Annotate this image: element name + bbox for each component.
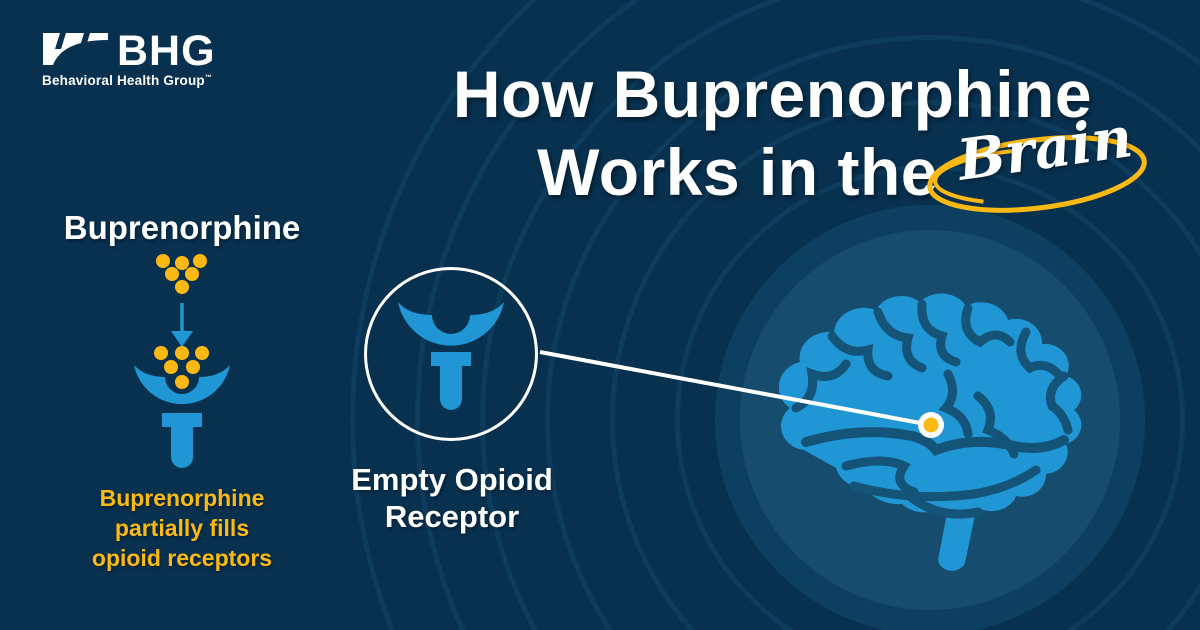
brand-tagline: Behavioral Health Group™: [42, 73, 213, 88]
callout-circle: [364, 267, 538, 441]
bhg-logo-icon: [42, 33, 108, 67]
brand-name: BHG: [117, 27, 216, 75]
page-title-line2: Works in the: [537, 135, 938, 209]
brand-block: BHG Behavioral Health Group™: [42, 27, 262, 89]
left-diagram-heading: Buprenorphine: [63, 209, 301, 246]
page-title-line1: How Buprenorphine: [452, 57, 1093, 131]
highlight-ellipse-icon: [927, 135, 1147, 213]
partially-filled-receptor-icon: [134, 254, 230, 468]
down-arrow-icon: [171, 303, 193, 347]
brain-icon: [778, 293, 1082, 571]
trademark-symbol: ™: [204, 74, 213, 82]
empty-receptor-icon: [398, 302, 504, 410]
receptor-callout-label: Empty Opioid Receptor: [351, 462, 553, 534]
buprenorphine-molecules-icon: [156, 254, 207, 294]
left-diagram-caption: Buprenorphine partially fills opioid rec…: [91, 485, 273, 571]
